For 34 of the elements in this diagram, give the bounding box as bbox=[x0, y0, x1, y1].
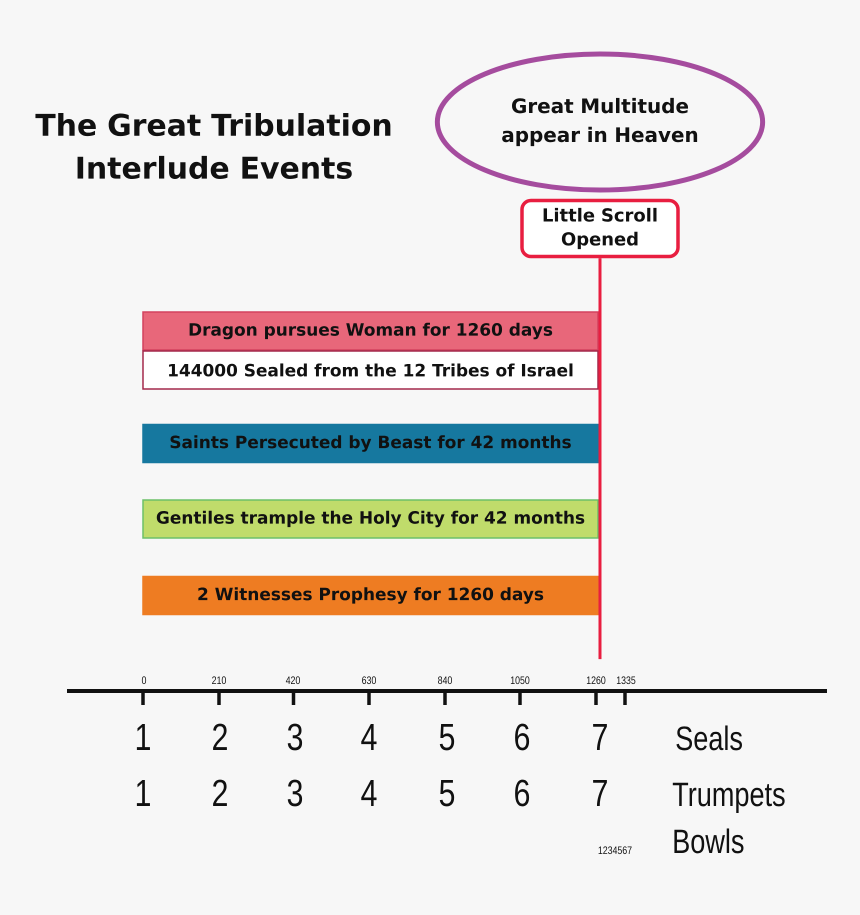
title: The Great Tribulation Interlude Events bbox=[35, 113, 390, 179]
tick-label: 210 bbox=[212, 676, 226, 684]
tick-label: 1050 bbox=[510, 676, 530, 684]
tick-label: 840 bbox=[438, 676, 452, 684]
row-label: Seals bbox=[676, 725, 742, 750]
event-bar: Gentiles trample the Holy City for 42 months bbox=[142, 499, 599, 539]
sequence-number: 5 bbox=[440, 724, 454, 750]
tick-label: 0 bbox=[142, 676, 146, 684]
tick-label: 630 bbox=[362, 676, 376, 684]
sequence-number: 4 bbox=[361, 724, 377, 750]
bowl-numbers: 1234567 bbox=[598, 846, 632, 854]
sequence-number: 6 bbox=[515, 780, 530, 806]
tick-label: 1335 bbox=[616, 676, 636, 684]
event-bar: 2 Witnesses Prophesy for 1260 days bbox=[142, 576, 599, 616]
event-bar: Saints Persecuted by Beast for 42 months bbox=[142, 424, 599, 464]
row-label: Trumpets bbox=[672, 782, 785, 814]
sequence-number: 7 bbox=[593, 724, 607, 750]
sequence-number: 7 bbox=[593, 780, 607, 806]
sequence-number: 1 bbox=[136, 724, 150, 750]
event-bar: Dragon pursues Woman for 1260 days bbox=[142, 311, 599, 351]
row-label: Bowls bbox=[674, 828, 744, 854]
sequence-number: 5 bbox=[440, 780, 454, 806]
sequence-number: 3 bbox=[288, 724, 302, 750]
tick-label: 420 bbox=[286, 676, 300, 684]
sequence-number: 4 bbox=[361, 780, 377, 806]
sequence-number: 2 bbox=[213, 780, 227, 806]
sequence-number: 1 bbox=[136, 780, 150, 806]
event-box: Little Scroll Opened bbox=[520, 198, 680, 258]
sequence-number: 6 bbox=[515, 724, 530, 750]
sequence-number: 3 bbox=[288, 780, 302, 806]
tick-label: 1260 bbox=[586, 676, 606, 684]
event-bar: 144000 Sealed from the 12 Tribes of Israel bbox=[142, 350, 599, 390]
marker-line bbox=[598, 258, 602, 660]
sequence-number: 2 bbox=[213, 724, 227, 750]
